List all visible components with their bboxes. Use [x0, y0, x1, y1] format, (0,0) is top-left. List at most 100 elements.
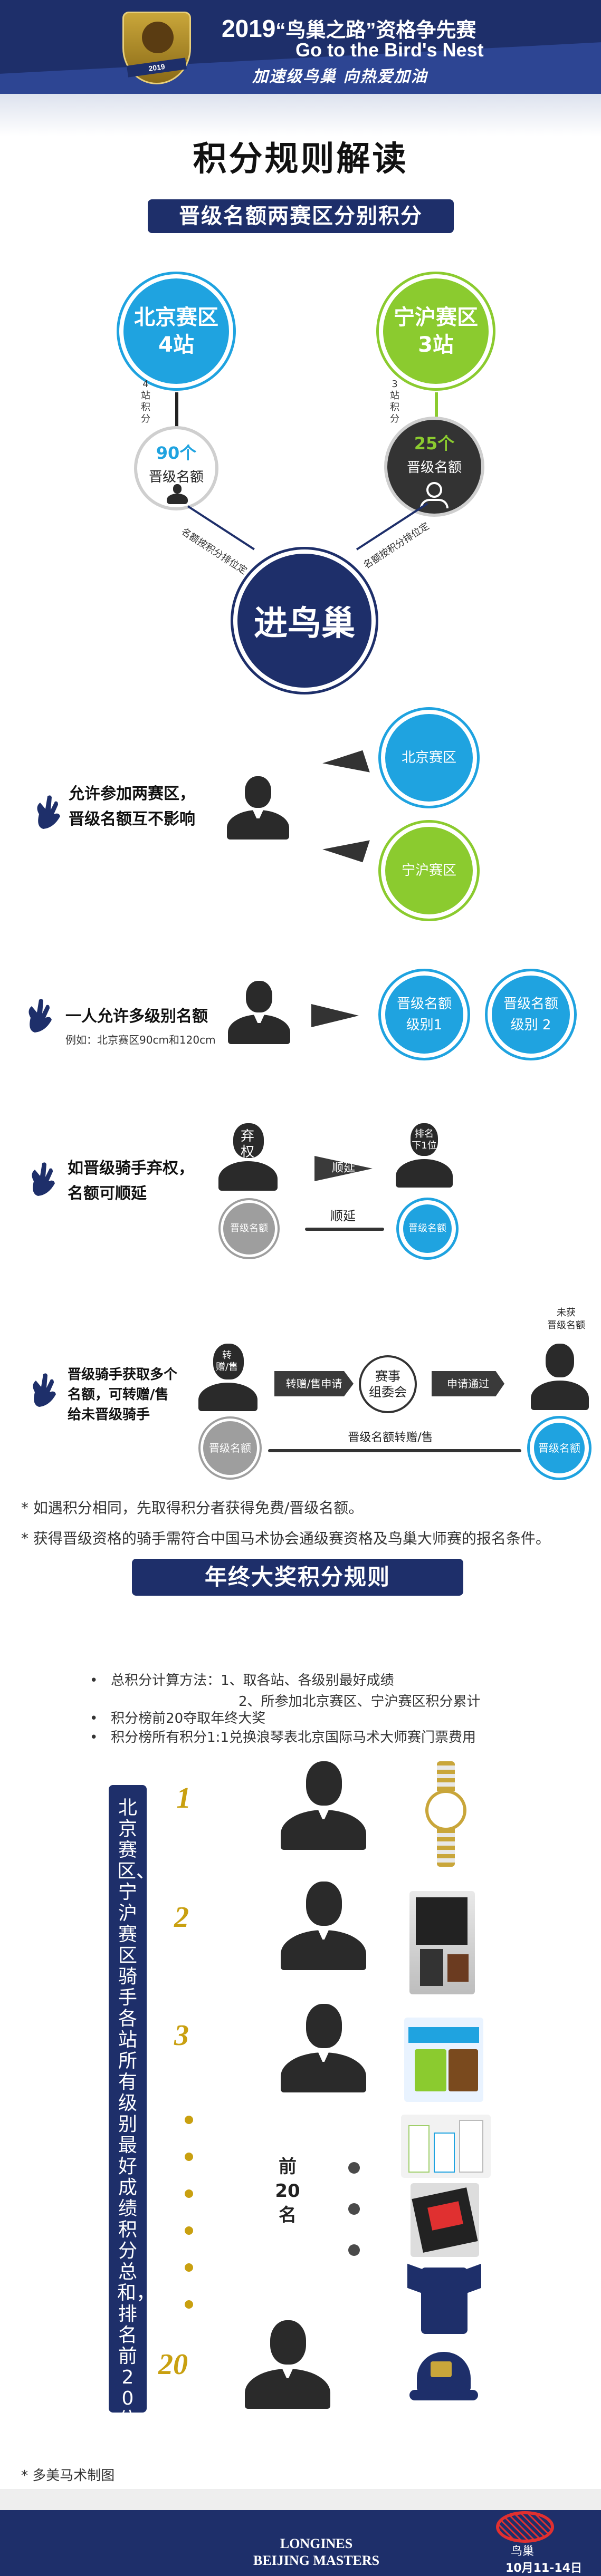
rider-silhouette	[225, 981, 293, 1044]
rule2-level2-l2: 级别 2	[510, 1017, 551, 1033]
rank-dot	[185, 2189, 193, 2198]
rule2-level1-l1: 晋级名额	[396, 996, 452, 1012]
care-products-prize-image	[401, 2115, 491, 2178]
beijing-zone-circle: 北京赛区 4站	[119, 274, 233, 388]
beijing-zone-stations: 4站	[158, 333, 194, 357]
next-rank-l1: 排名	[415, 1128, 434, 1140]
placeholder-dot	[348, 2203, 360, 2215]
year-end-vertical-text: 北京赛区、宁沪赛区骑手各站所有级别最好成绩积分总和，排名前20位获取年终大奖	[117, 1797, 156, 2557]
rule4-quota-blue: 晋级名额	[530, 1419, 589, 1478]
ningxia-points-label: 3站积分	[390, 379, 399, 424]
rule2-level2-circle: 晋级名额级别 2	[488, 971, 574, 1058]
not-won-l2: 晋级名额	[547, 1320, 585, 1331]
year-end-vertical-box: 北京赛区、宁沪赛区骑手各站所有级别最好成绩积分总和，排名前20位获取年终大奖	[109, 1785, 155, 2557]
cap-prize-image	[409, 2347, 478, 2410]
horse-icon	[142, 22, 174, 53]
footer-brand-l2: BEIJING MASTERS	[253, 2553, 380, 2568]
rule1-line1: 允许参加两赛区，	[69, 785, 195, 803]
rule3-quota-blue: 晋级名额	[399, 1200, 456, 1257]
ningxia-quota-number: 25个	[414, 433, 455, 454]
rule4-quota-grey: 晋级名额	[201, 1419, 260, 1478]
ok-hand-icon	[24, 1158, 58, 1200]
rule4-line1: 晋级骑手获取多个	[68, 1367, 178, 1383]
rule3-text: 如晋级骑手弃权， 名额可顺延	[68, 1156, 194, 1207]
top20-l2: 20	[275, 2181, 300, 2202]
ningxia-zone-circle: 宁沪赛区 3站	[379, 274, 493, 388]
next-rank-l2: 下1位	[412, 1140, 437, 1151]
placeholder-dot	[348, 2162, 360, 2174]
beijing-quota-circle: 90个 晋级名额	[134, 426, 218, 510]
rank-20: 20	[158, 2348, 188, 2381]
bird-nest-circle: 进鸟巢	[233, 549, 376, 692]
badge-year: 2019	[127, 57, 187, 78]
winner-1-silhouette	[279, 1761, 368, 1851]
winner-3-silhouette	[279, 2004, 368, 2093]
header-fade	[0, 94, 601, 136]
header-title-cn: “鸟巢之路”资格争先赛	[275, 20, 476, 42]
rider-outline-icon	[426, 482, 442, 498]
transfer-bar	[268, 1449, 521, 1452]
arrow-to-ningxia	[322, 827, 370, 863]
rule2-example: 例如：北京赛区90cm和120cm	[65, 1034, 216, 1046]
ningxia-quota-label: 晋级名额	[406, 460, 462, 476]
bullet-total-points: • 总积分计算方法：1、取各站、各级别最好成绩	[90, 1673, 394, 1689]
rider-outline-body	[420, 499, 449, 508]
top20-label: 前 20 名	[274, 2155, 301, 2227]
giveup-label: 弃权	[240, 1128, 254, 1160]
winner-2-silhouette	[279, 1882, 368, 1971]
bullet-top20-text: 积分榜前20夺取年终大奖	[111, 1711, 266, 1726]
rank-3: 3	[174, 2019, 189, 2052]
placeholder-dot	[348, 2244, 360, 2256]
ningxia-connector	[435, 392, 438, 429]
rule1-text: 允许参加两赛区， 晋级名额互不影响	[69, 782, 195, 832]
bullet-exchange-text: 积分榜所有积分1:1兑换浪琴表北京国际马术大师赛门票费用	[111, 1730, 476, 1745]
next-rank-rider	[394, 1123, 455, 1189]
page-title: 积分规则解读	[193, 140, 408, 179]
rider-icon	[167, 484, 188, 505]
committee-l2: 组委会	[369, 1385, 407, 1400]
horse-feed-prize-image	[404, 2018, 483, 2102]
header-year: 2019	[222, 15, 276, 42]
header-title: 2019“鸟巢之路”资格争先赛	[222, 14, 476, 43]
rider-silhouette	[224, 776, 292, 840]
ningxia-zone-stations: 3站	[418, 333, 454, 357]
committee-circle: 赛事 组委会	[359, 1355, 417, 1413]
note-tie: * 如遇积分相同，先取得积分者获得免费/晋级名额。	[21, 1499, 364, 1517]
rule2-level1-circle: 晋级名额级别1	[381, 971, 468, 1058]
beijing-quota-label: 晋级名额	[148, 469, 204, 485]
event-logo-badge: 2019	[122, 12, 191, 84]
ningxia-zone-name: 宁沪赛区	[394, 305, 478, 330]
rule2-level1-l2: 级别1	[406, 1017, 443, 1033]
transfer-l2: 赠/售	[215, 1362, 239, 1373]
transfer-l1: 转	[222, 1350, 232, 1361]
beijing-path-label: 名额按积分排位定	[179, 526, 249, 577]
giveup-rider	[216, 1123, 280, 1192]
header-title-en: Go to the Bird's Nest	[295, 39, 484, 61]
next-rank-label: 排名 下1位	[408, 1128, 440, 1152]
bullet-top20: • 积分榜前20夺取年终大奖	[90, 1711, 266, 1726]
rule4-line3: 给未晋级骑手	[68, 1407, 150, 1423]
defer-bar-label: 顺延	[330, 1209, 356, 1223]
not-won-l1: 未获	[557, 1307, 576, 1318]
rule1-ningxia-circle: 宁沪赛区	[381, 823, 477, 919]
ningxia-quota-circle: 25个 晋级名额	[384, 417, 484, 517]
approved-arrow-tag: 申请通过	[432, 1371, 504, 1396]
arrow-to-beijing	[322, 750, 370, 786]
rule3-quota-grey: 晋级名额	[221, 1200, 278, 1257]
watch-prize-image	[422, 1761, 470, 1867]
beijing-connector	[175, 392, 178, 429]
transfer-bar-label: 晋级名额转赠/售	[348, 1431, 433, 1444]
rank-dot	[185, 2300, 193, 2309]
rule1-beijing-circle: 北京赛区	[381, 710, 477, 806]
rank-dot	[185, 2263, 193, 2272]
receiving-rider	[529, 1344, 591, 1411]
arrow-to-levels	[311, 1004, 359, 1027]
rule3-line1: 如晋级骑手弃权，	[68, 1159, 194, 1178]
note-eligibility: * 获得晋级资格的骑手需符合中国马术协会通级赛资格及鸟巢大师赛的报名条件。	[21, 1530, 550, 1547]
rank-dot	[185, 2226, 193, 2235]
transfer-rider	[196, 1344, 260, 1412]
footer-date: 10月11-14日	[505, 2562, 582, 2575]
ningxia-path-label: 名额按积分排位定	[361, 520, 432, 572]
rank-1: 1	[176, 1782, 191, 1815]
